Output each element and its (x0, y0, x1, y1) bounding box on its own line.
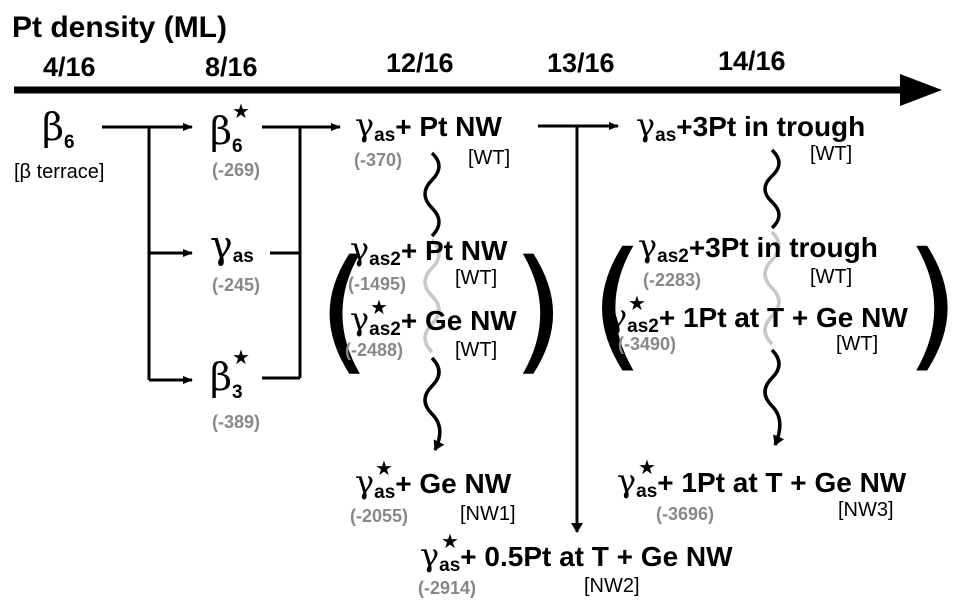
energy-value: (-269) (212, 160, 260, 180)
energy-value: (-2283) (643, 270, 701, 290)
left-paren-14-16: ( (590, 223, 645, 386)
structure-tag: [WT] (810, 143, 852, 165)
node-gamma-as-star-1pt: γas+ 1Pt at T + Ge NW ★ (-3696) [NW3] (617, 457, 907, 524)
left-paren-12-16: ( (318, 231, 371, 388)
svg-text:γas: γas (210, 223, 254, 267)
svg-text:β6: β6 (210, 109, 243, 157)
star-icon: ★ (232, 347, 250, 369)
node-beta6: β6 [β terrace] (14, 105, 104, 183)
node-gamma-as2-3pt-trough: γas2+3Pt in trough (-2283) [WT] (638, 227, 878, 290)
density-tick-13-16: 13/16 (547, 48, 615, 78)
svg-text:γas2+ Ge NW: γas2+ Ge NW (350, 300, 517, 340)
node-gamma-as-star-05pt: γas+ 0.5Pt at T + Ge NW ★ (-2914) [NW2] (418, 531, 733, 598)
structure-tag: [WT] (455, 339, 497, 361)
star-icon: ★ (628, 293, 646, 315)
density-tick-14-16: 14/16 (718, 46, 786, 76)
energy-value: (-389) (212, 412, 260, 432)
node-gamma-as-pt-nw: γas+ Pt NW (-370) [WT] (354, 106, 510, 170)
relaxation-wavy-paths (423, 148, 785, 451)
structure-tag: [WT] (455, 267, 497, 289)
beta-terrace-label: [β terrace] (14, 161, 104, 183)
star-icon: ★ (370, 297, 388, 319)
star-icon: ★ (638, 457, 656, 479)
energy-value: (-2914) (418, 578, 476, 598)
structure-tag: [NW3] (838, 499, 894, 521)
energy-value: (-3696) (656, 504, 714, 524)
star-icon: ★ (232, 101, 250, 123)
node-gamma-as2-star-1pt: γas2+ 1Pt at T + Ge NW ★ (-3490) [WT] (608, 293, 908, 355)
svg-text:β3: β3 (210, 355, 243, 403)
structure-tag: [WT] (836, 333, 878, 355)
node-gamma-as: γas (-245) (210, 223, 260, 295)
density-tick-12-16: 12/16 (386, 48, 454, 78)
energy-value: (-2055) (350, 506, 408, 526)
connectors (102, 122, 619, 533)
axis-title: Pt density (ML) (12, 11, 227, 44)
node-gamma-as2-pt-nw: γas2+ Pt NW (-1495) [WT] (348, 230, 508, 294)
energy-value: (-1495) (348, 274, 406, 294)
svg-text:γas2+3Pt in trough: γas2+3Pt in trough (638, 227, 878, 267)
structure-tag: [NW2] (584, 575, 640, 597)
svg-text:γas2+ Pt NW: γas2+ Pt NW (350, 230, 508, 270)
svg-text:γas+ Pt NW: γas+ Pt NW (355, 106, 502, 146)
svg-text:γas+ 1Pt at T + Ge NW: γas+ 1Pt at T + Ge NW (617, 462, 907, 502)
svg-text:γas2+ 1Pt at T + Ge NW: γas2+ 1Pt at T + Ge NW (608, 297, 908, 337)
node-beta3-star: β3 ★ (-389) (210, 347, 260, 432)
node-beta6-star: β6 ★ (-269) (210, 101, 260, 180)
node-gamma-as2-star-ge-nw: γas2+ Ge NW ★ (-2488) [WT] (345, 297, 517, 361)
right-paren-14-16: ) (905, 223, 960, 386)
density-tick-4-16: 4/16 (43, 52, 96, 82)
energy-value: (-370) (354, 150, 402, 170)
energy-value: (-2488) (345, 340, 403, 360)
svg-text:β6: β6 (42, 105, 75, 153)
svg-text:γas+ 0.5Pt at T + Ge NW: γas+ 0.5Pt at T + Ge NW (420, 536, 733, 576)
right-paren-12-16: ) (512, 231, 565, 388)
svg-text:γas+ Ge NW: γas+ Ge NW (355, 463, 512, 503)
energy-value: (-3490) (618, 334, 676, 354)
star-icon: ★ (441, 531, 459, 553)
structure-tag: [WT] (468, 147, 510, 169)
density-tick-8-16: 8/16 (205, 52, 258, 82)
node-gamma-as-3pt-trough: γas+3Pt in trough [WT] (636, 106, 865, 165)
structure-tag: [NW1] (460, 503, 516, 525)
energy-value: (-245) (212, 275, 260, 295)
structure-tag: [WT] (810, 266, 852, 288)
star-icon: ★ (375, 458, 393, 480)
density-axis-arrowhead (900, 74, 942, 106)
node-gamma-as-star-ge-nw: γas+ Ge NW ★ (-2055) [NW1] (350, 458, 516, 526)
svg-text:γas+3Pt in trough: γas+3Pt in trough (636, 106, 865, 146)
